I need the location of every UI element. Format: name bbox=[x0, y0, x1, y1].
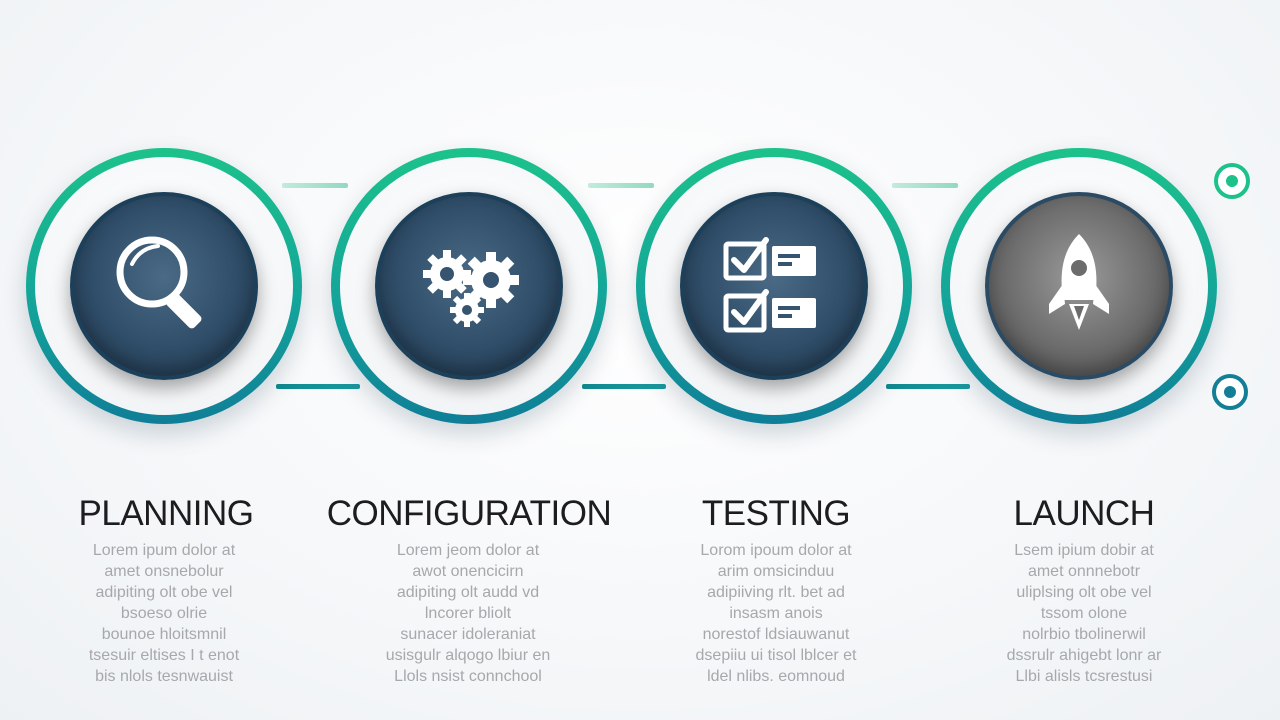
step-description-configuration: Lorem jeom dolor at awot onencicirn adip… bbox=[385, 542, 551, 685]
step-label-configuration: CONFIGURATION bbox=[326, 494, 612, 533]
connector-bottom-3 bbox=[886, 384, 970, 389]
end-dot-green bbox=[1214, 163, 1250, 199]
connector-top-3 bbox=[892, 183, 958, 188]
step-description-launch: Lsem ipium dobir at amet onnnebotr ulipl… bbox=[1006, 542, 1162, 685]
checklist-icon bbox=[714, 226, 834, 346]
rocket-icon bbox=[1019, 226, 1139, 346]
step-description-testing: Lorom ipoum dolor at arim omsicinduu adi… bbox=[695, 542, 857, 685]
step-disc bbox=[70, 192, 258, 380]
gears-icon bbox=[409, 226, 529, 346]
magnifier-icon bbox=[104, 226, 224, 346]
step-disc bbox=[680, 192, 868, 380]
end-dot-teal bbox=[1212, 374, 1248, 410]
step-description-planning: Lorem ipum dolor at amet onsnebolur adip… bbox=[88, 542, 240, 685]
step-planning bbox=[26, 148, 302, 424]
step-label-testing: TESTING bbox=[701, 494, 851, 533]
step-configuration bbox=[331, 148, 607, 424]
step-testing bbox=[636, 148, 912, 424]
connector-bottom-2 bbox=[582, 384, 666, 389]
connector-top-2 bbox=[588, 183, 654, 188]
connector-bottom-1 bbox=[276, 384, 360, 389]
step-label-planning: PLANNING bbox=[78, 494, 254, 533]
connector-top-1 bbox=[282, 183, 348, 188]
step-disc bbox=[985, 192, 1173, 380]
step-label-launch: LAUNCH bbox=[1013, 494, 1155, 533]
step-disc bbox=[375, 192, 563, 380]
step-launch bbox=[941, 148, 1217, 424]
